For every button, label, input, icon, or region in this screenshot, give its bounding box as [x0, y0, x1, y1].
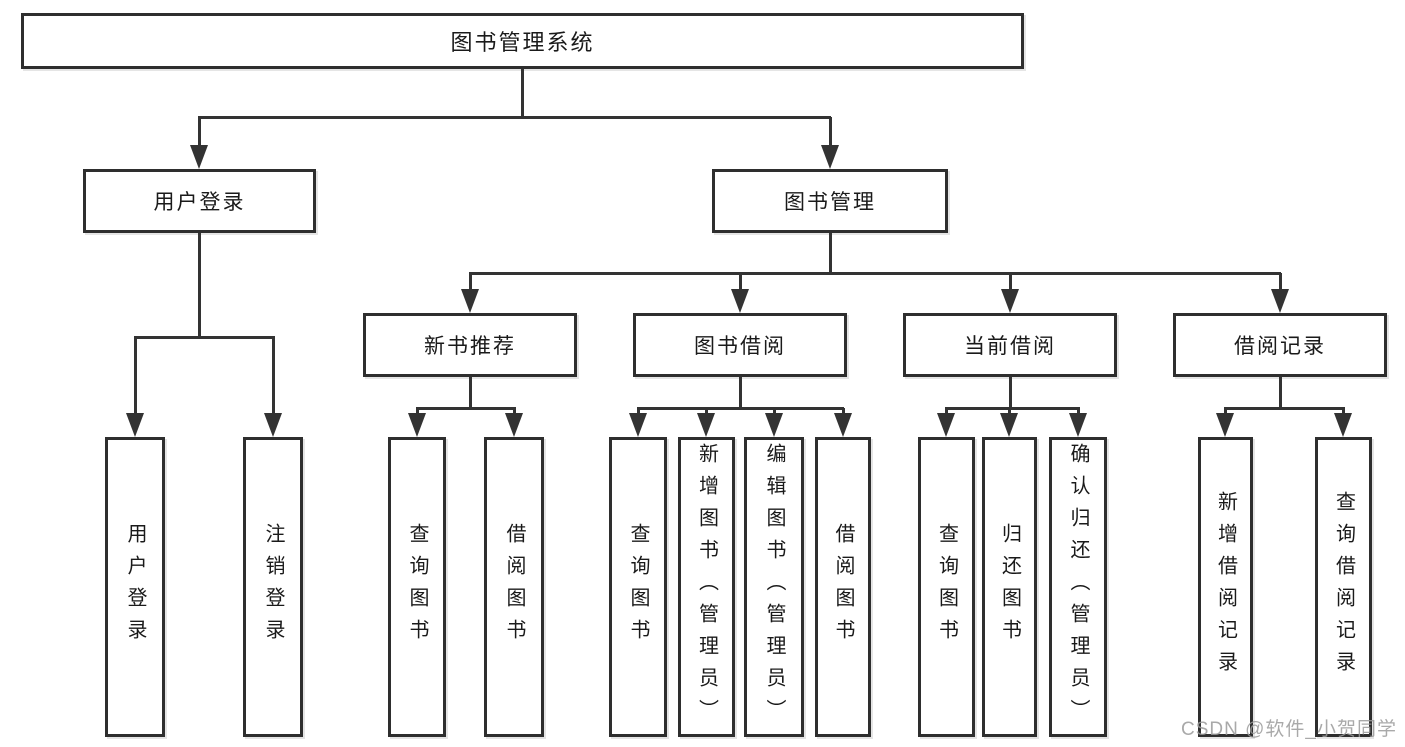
node-book-borrowing: 图书借阅 [633, 313, 847, 377]
connector-line [1279, 377, 1282, 410]
connector-arrowhead [505, 413, 523, 437]
leaf-return-books: 归还图书 [982, 437, 1037, 737]
node-user-login-branch: 用户登录 [83, 169, 316, 233]
connector-line [1077, 408, 1080, 416]
connector-arrowhead [264, 413, 282, 437]
connector-line [945, 408, 948, 416]
node-label: 新增图书（管理员） [695, 443, 718, 731]
connector-line [198, 117, 201, 147]
node-library-management-system: 图书管理系统 [21, 13, 1024, 69]
node-label: 查询借阅记录 [1332, 491, 1355, 683]
connector-line [416, 407, 516, 410]
connector-line [637, 408, 640, 416]
connector-line [705, 408, 708, 416]
connector-arrowhead [1001, 289, 1019, 313]
connector-arrowhead [1000, 413, 1018, 437]
connector-arrowhead [1271, 289, 1289, 313]
leaf-confirm-return-admin: 确认归还（管理员） [1049, 437, 1107, 737]
node-label: 新增借阅记录 [1214, 491, 1237, 683]
node-label: 图书管理 [784, 191, 876, 214]
connector-arrowhead [629, 413, 647, 437]
node-label: 借阅记录 [1234, 335, 1326, 358]
connector-arrowhead [731, 289, 749, 313]
connector-line [1008, 408, 1011, 416]
connector-line [469, 377, 472, 410]
connector-line [945, 407, 1080, 410]
connector-line [829, 233, 832, 275]
connector-line [829, 117, 832, 147]
connector-arrowhead [1334, 413, 1352, 437]
connector-line [1342, 408, 1345, 416]
connector-arrowhead [937, 413, 955, 437]
connector-arrowhead [1069, 413, 1087, 437]
leaf-borrow-books-recommend: 借阅图书 [484, 437, 544, 737]
connector-line [1009, 273, 1012, 291]
node-book-management: 图书管理 [712, 169, 948, 233]
connector-line [773, 408, 776, 416]
connector-line [469, 273, 472, 291]
watermark: CSDN @软件_小贺同学 [1181, 719, 1397, 740]
connector-line [272, 337, 275, 415]
connector-arrowhead [461, 289, 479, 313]
node-label: 确认归还（管理员） [1067, 443, 1089, 731]
connector-line [513, 408, 516, 416]
connector-line [739, 273, 742, 291]
connector-line [198, 116, 831, 119]
connector-line [416, 408, 419, 416]
node-label: 当前借阅 [964, 335, 1056, 358]
connector-line [1009, 377, 1012, 410]
connector-arrowhead [1216, 413, 1234, 437]
node-label: 借阅图书 [503, 523, 525, 651]
node-label: 新书推荐 [424, 335, 516, 358]
connector-arrowhead [126, 413, 144, 437]
connector-arrowhead [834, 413, 852, 437]
leaf-edit-books-admin: 编辑图书（管理员） [744, 437, 804, 737]
connector-line [198, 233, 201, 339]
node-new-book-recommendation: 新书推荐 [363, 313, 577, 377]
leaf-logout: 注销登录 [243, 437, 303, 737]
connector-line [842, 408, 845, 416]
node-label: 图书管理系统 [450, 30, 595, 55]
leaf-borrow-books-borrowing: 借阅图书 [815, 437, 871, 737]
connector-line [637, 407, 844, 410]
node-label: 用户登录 [124, 523, 146, 651]
node-label: 查询图书 [627, 523, 649, 651]
connector-arrowhead [821, 145, 839, 169]
connector-line [1224, 408, 1227, 416]
leaf-query-books-current: 查询图书 [918, 437, 975, 737]
connector-arrowhead [408, 413, 426, 437]
connector-line [469, 272, 1281, 275]
connector-line [134, 336, 275, 339]
node-label: 编辑图书（管理员） [763, 443, 785, 731]
node-label: 注销登录 [262, 523, 284, 651]
leaf-query-books-recommend: 查询图书 [388, 437, 446, 737]
leaf-query-books-borrowing: 查询图书 [609, 437, 667, 737]
node-label: 查询图书 [406, 523, 428, 651]
leaf-add-books-admin: 新增图书（管理员） [678, 437, 735, 737]
connector-line [134, 337, 137, 415]
node-borrowing-records: 借阅记录 [1173, 313, 1387, 377]
node-label: 借阅图书 [832, 523, 854, 651]
connector-line [739, 377, 742, 410]
connector-arrowhead [765, 413, 783, 437]
node-label: 查询图书 [935, 523, 958, 651]
connector-line [521, 69, 524, 117]
leaf-query-borrow-record: 查询借阅记录 [1315, 437, 1372, 737]
node-current-borrowing: 当前借阅 [903, 313, 1117, 377]
leaf-add-borrow-record: 新增借阅记录 [1198, 437, 1253, 737]
node-label: 归还图书 [998, 523, 1021, 651]
connector-arrowhead [697, 413, 715, 437]
connector-line [1279, 273, 1282, 291]
leaf-user-login: 用户登录 [105, 437, 165, 737]
node-label: 用户登录 [153, 191, 246, 214]
node-label: 图书借阅 [694, 335, 786, 358]
connector-line [1224, 407, 1345, 410]
connector-arrowhead [190, 145, 208, 169]
